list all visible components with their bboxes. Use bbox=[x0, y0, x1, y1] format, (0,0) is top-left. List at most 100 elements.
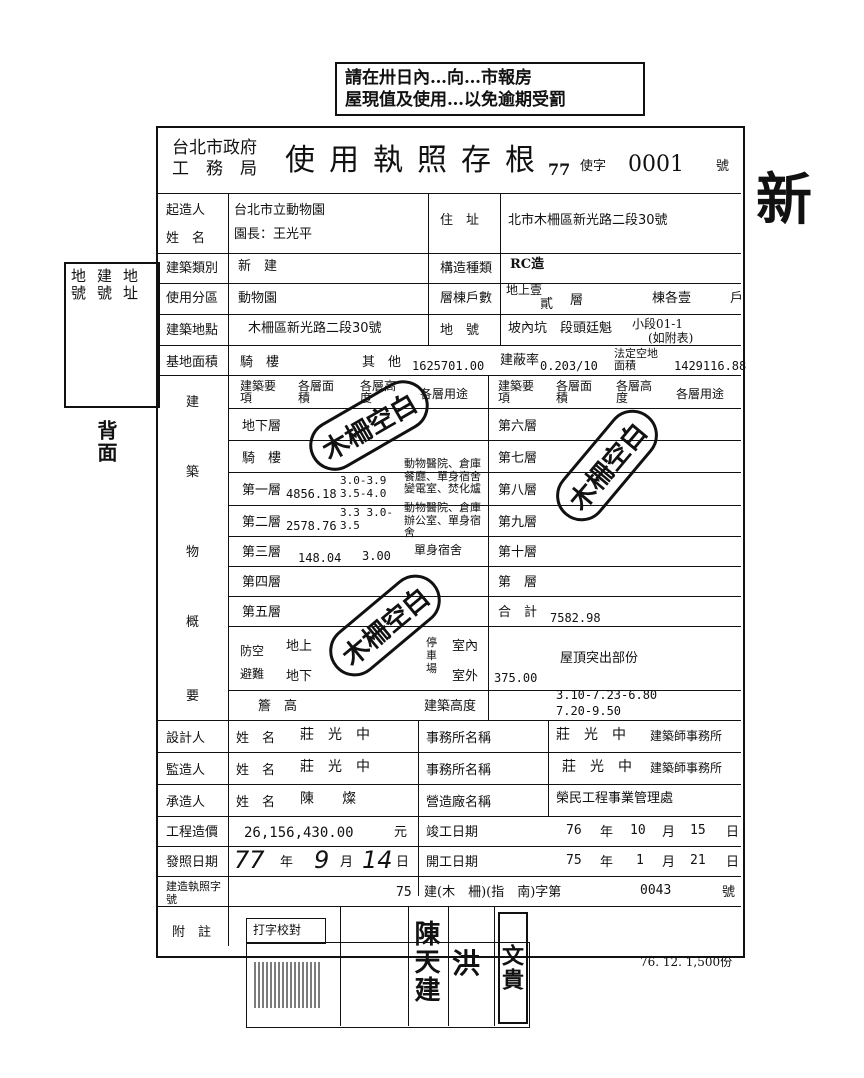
other-value: 1625701.00 bbox=[412, 359, 485, 373]
col-area-r: 各層面積 bbox=[556, 379, 593, 405]
remark-label: 附 註 bbox=[172, 925, 212, 940]
check-label: 打字校對 bbox=[253, 923, 302, 937]
serial-number: 0001 bbox=[628, 152, 684, 177]
floor-use: 動物醫院、倉庫 辦公室、單身宿舍 bbox=[404, 501, 481, 540]
address: 北市木柵區新光路二段30號 bbox=[508, 213, 668, 228]
lot: 坡內坑 段頭廷魁 bbox=[508, 321, 613, 336]
complete-day: 15 bbox=[690, 823, 706, 838]
category-label: 建築類別 bbox=[166, 261, 219, 276]
back-side-label: 背面 bbox=[94, 420, 118, 464]
cost-value: 26,156,430.00 bbox=[244, 825, 354, 841]
legal-open-label: 法定空地面積 bbox=[614, 347, 658, 373]
person-name-label: 姓 名 bbox=[236, 731, 276, 746]
zone-label: 使用分區 bbox=[166, 291, 219, 306]
issue-day: 14 bbox=[362, 846, 393, 874]
shelter-label: 防空避難 bbox=[240, 644, 265, 681]
col-height: 各層高度 bbox=[360, 379, 397, 405]
floor-name: 第四層 bbox=[242, 575, 282, 590]
shelter-above: 地上 bbox=[286, 639, 313, 654]
person-role: 設計人 bbox=[166, 731, 206, 746]
floor-name: 第十層 bbox=[498, 545, 538, 560]
year-char: 年 bbox=[280, 855, 294, 870]
day-char: 日 bbox=[726, 855, 740, 870]
floor-use: 單身宿舍 bbox=[414, 543, 463, 557]
owner-name-2: 園長：王光平 bbox=[234, 227, 313, 242]
floor-area: 2578.76 bbox=[286, 519, 337, 533]
permit-word: 使字 bbox=[580, 159, 607, 174]
cost-label: 工程造價 bbox=[166, 825, 219, 840]
shelter-below: 地下 bbox=[286, 669, 313, 684]
floor-area: 148.04 bbox=[298, 551, 342, 565]
person-org-suffix: 建築師事務所 bbox=[650, 761, 723, 775]
start-month: 1 bbox=[636, 853, 644, 868]
section-char-3: 物 bbox=[186, 545, 200, 560]
structure-label: 構造種類 bbox=[440, 261, 493, 276]
authority-line-2: 工 務 局 bbox=[172, 159, 257, 179]
notice-stamp: 請在卅日內…向…市報房 屋現值及使用…以免逾期受罰 bbox=[335, 62, 645, 116]
person-name: 莊 光 中 bbox=[300, 727, 370, 743]
person-name-label: 姓 名 bbox=[236, 763, 276, 778]
address-label: 住 址 bbox=[440, 213, 480, 228]
permit-number: 0043 bbox=[640, 883, 672, 898]
roof-protrusion: 屋頂突出部份 bbox=[560, 651, 639, 666]
seal-name-3: 文貴 bbox=[498, 912, 528, 1024]
floor-height: 3.00 bbox=[362, 549, 391, 563]
floor-name: 第九層 bbox=[498, 515, 538, 530]
permit-form bbox=[156, 126, 745, 958]
start-day: 21 bbox=[690, 853, 706, 868]
seal-name-1: 陳天建 bbox=[410, 920, 440, 1004]
coverage-value: 0.203/10 bbox=[540, 359, 598, 373]
floor-name: 第一層 bbox=[242, 483, 282, 498]
site: 木柵區新光路二段30號 bbox=[248, 321, 382, 336]
parking-outdoor: 室外 bbox=[452, 669, 479, 684]
base-area-label: 基地面積 bbox=[166, 355, 219, 370]
right-edge-big: 新 bbox=[756, 167, 812, 233]
person-name: 陳 燦 bbox=[300, 791, 356, 807]
side-left-2: 建號 bbox=[95, 268, 113, 302]
seal-block bbox=[254, 962, 320, 1008]
col-item-r: 建築要項 bbox=[498, 379, 535, 405]
permit-suffix: 號 bbox=[722, 885, 736, 900]
floor-name: 合 計 bbox=[498, 605, 538, 620]
approval-block bbox=[246, 942, 530, 1028]
owner-label-1: 起造人 bbox=[166, 203, 206, 218]
permit-text: 建(木 柵)(指 南)字第 bbox=[424, 885, 562, 900]
site-label: 建築地點 bbox=[166, 323, 219, 338]
riding-label: 騎 樓 bbox=[240, 355, 280, 370]
eaves-label: 簷 高 bbox=[258, 699, 298, 714]
floor-height: 3.3 3.0-3.5 bbox=[340, 506, 393, 533]
parking-outdoor-value: 375.00 bbox=[494, 671, 538, 685]
floors-below: 貳 bbox=[540, 297, 554, 312]
floors-unit: 層 bbox=[570, 293, 584, 308]
person-org-label: 事務所名稱 bbox=[426, 763, 492, 778]
issue-label: 發照日期 bbox=[166, 855, 219, 870]
coverage-label: 建蔽率 bbox=[500, 353, 540, 368]
serial-suffix: 號 bbox=[716, 159, 730, 174]
complete-month: 10 bbox=[630, 823, 646, 838]
side-tag-left bbox=[64, 262, 160, 408]
issue-month: 9 bbox=[314, 846, 330, 874]
start-year: 75 bbox=[566, 853, 582, 868]
year-char: 年 bbox=[600, 825, 614, 840]
side-left-3: 地址 bbox=[121, 268, 139, 302]
floor-area: 4856.18 bbox=[286, 487, 337, 501]
person-role: 監造人 bbox=[166, 763, 206, 778]
floor-height: 3.0-3.9 3.5-4.0 bbox=[340, 474, 387, 501]
building-height-label: 建築高度 bbox=[424, 699, 477, 714]
col-use: 各層用途 bbox=[420, 387, 469, 401]
section-char-5: 要 bbox=[186, 689, 200, 704]
zone: 動物園 bbox=[238, 291, 278, 306]
lot-note: (如附表) bbox=[648, 331, 694, 345]
year: 77 bbox=[548, 160, 571, 179]
col-height-r: 各層高度 bbox=[616, 379, 653, 405]
floor-name: 第 層 bbox=[498, 575, 538, 590]
section-char-4: 概 bbox=[186, 615, 200, 630]
check-box: 打字校對 bbox=[246, 918, 326, 944]
col-area: 各層面積 bbox=[298, 379, 335, 405]
building-count: 棟各壹 bbox=[652, 291, 692, 306]
day-char: 日 bbox=[726, 825, 740, 840]
owner-label-2: 姓 名 bbox=[166, 231, 206, 246]
floor-name: 第六層 bbox=[498, 419, 538, 434]
structure: RC造 bbox=[510, 257, 545, 272]
lot-label: 地 號 bbox=[440, 323, 480, 338]
